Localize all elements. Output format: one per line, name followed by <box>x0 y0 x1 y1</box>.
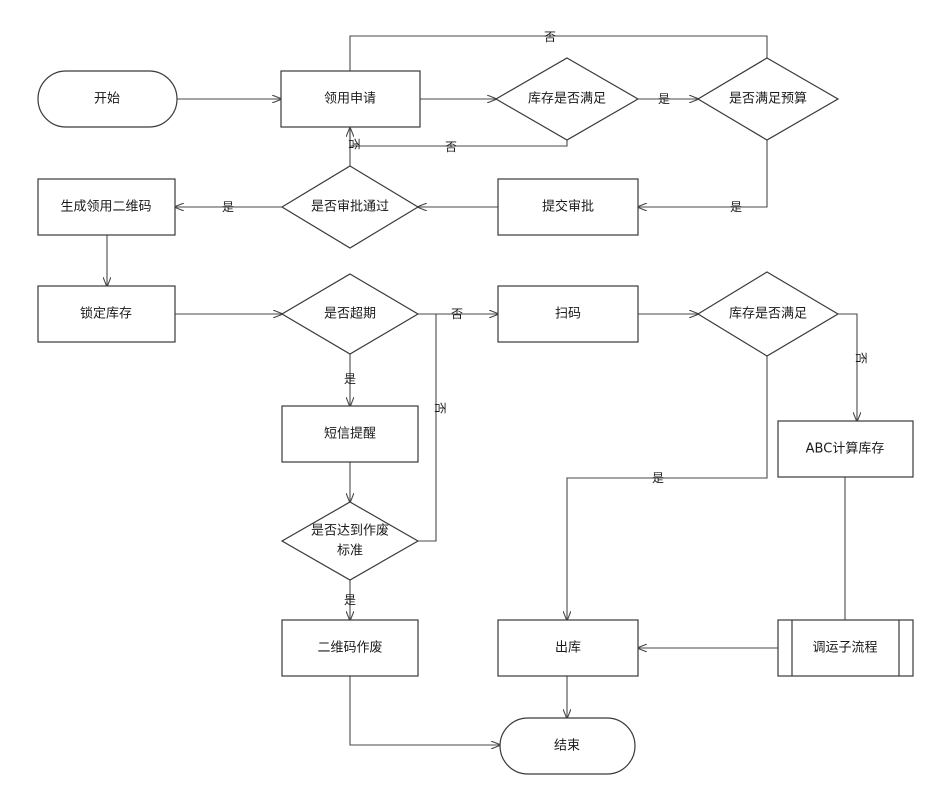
qrcode-void-node: 二维码作废 <box>282 620 418 676</box>
label-budget-no: 否 <box>544 30 556 44</box>
label-overdue-yes: 是 <box>344 372 356 386</box>
submit-approval-node: 提交审批 <box>498 179 638 235</box>
edge-stock2-abc-no <box>838 314 857 421</box>
lock-stock-node: 锁定库存 <box>38 286 175 342</box>
void-check-node: 是否达到作废 标准 <box>282 502 418 580</box>
transfer-subflow-node: 调运子流程 <box>778 620 913 676</box>
apply-node: 领用申请 <box>281 71 420 127</box>
gen-qrcode-node: 生成领用二维码 <box>38 179 175 235</box>
stock-check-2-label: 库存是否满足 <box>729 306 807 322</box>
lock-stock-label: 锁定库存 <box>80 306 132 322</box>
budget-check-label: 是否满足预算 <box>729 92 807 107</box>
end-node: 结束 <box>500 718 635 774</box>
approved-check-label: 是否审批通过 <box>311 200 389 215</box>
transfer-subflow-label: 调运子流程 <box>812 641 877 656</box>
label-approved-yes: 是 <box>222 200 234 214</box>
start-node: 开始 <box>38 71 177 127</box>
edge-voidcheck-no <box>418 314 436 541</box>
label-voidcheck-no: 否 <box>433 402 447 414</box>
edge-stock2-outbound-yes <box>567 356 767 620</box>
label-approved-no: 否 <box>347 138 361 150</box>
edge-qrvoid-end <box>350 676 500 745</box>
start-node-label: 开始 <box>94 92 120 107</box>
stock-check-2-node: 库存是否满足 <box>698 272 838 356</box>
submit-approval-label: 提交审批 <box>542 199 594 215</box>
stock-check-1-node: 库存是否满足 <box>496 58 638 140</box>
scan-label: 扫码 <box>555 307 581 322</box>
label-budget-submit-yes: 是 <box>730 200 742 214</box>
sms-remind-label: 短信提醒 <box>324 426 376 442</box>
apply-node-label: 领用申请 <box>324 92 376 107</box>
edges <box>107 36 857 745</box>
overdue-check-node: 是否超期 <box>282 274 418 354</box>
abc-calc-label: ABC计算库存 <box>806 441 885 457</box>
nodes: 开始 领用申请 库存是否满足 是否满足预算 提交审批 是否审批通过 <box>38 58 913 774</box>
outbound-node: 出库 <box>498 620 638 676</box>
edge-budget-submit-yes <box>638 140 767 207</box>
void-check-label-line2: 标准 <box>337 544 363 559</box>
abc-calc-node: ABC计算库存 <box>778 421 913 477</box>
qrcode-void-label: 二维码作废 <box>317 640 382 656</box>
edge-stock1-apply-no <box>350 128 567 146</box>
stock-check-1-label: 库存是否满足 <box>528 91 606 107</box>
budget-check-node: 是否满足预算 <box>698 58 838 140</box>
overdue-check-label: 是否超期 <box>324 307 376 322</box>
label-overdue-no: 否 <box>451 307 463 321</box>
label-stock2-no: 否 <box>854 352 868 364</box>
outbound-label: 出库 <box>555 640 581 656</box>
label-stock1-no: 否 <box>445 140 457 154</box>
label-voidcheck-yes: 是 <box>344 593 356 607</box>
label-stock1-yes: 是 <box>658 92 670 106</box>
end-node-label: 结束 <box>554 739 580 754</box>
void-check-label-line1: 是否达到作废 <box>311 523 389 539</box>
scan-node: 扫码 <box>498 286 638 342</box>
gen-qrcode-label: 生成领用二维码 <box>60 200 151 215</box>
approved-check-node: 是否审批通过 <box>282 166 418 248</box>
label-stock2-yes: 是 <box>652 471 664 485</box>
sms-remind-node: 短信提醒 <box>282 406 418 462</box>
